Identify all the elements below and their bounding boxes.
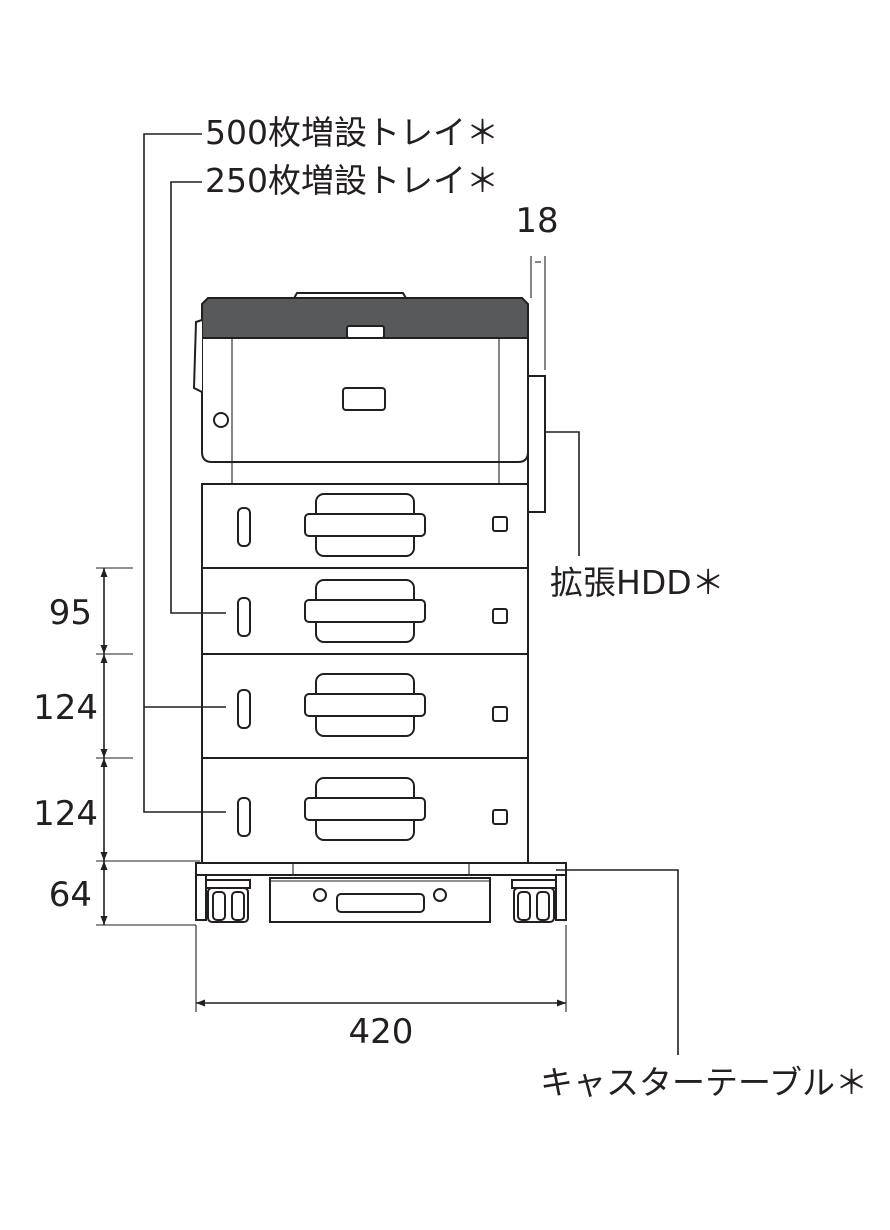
label-dim-95: 95: [49, 593, 92, 633]
leader-caster: [556, 869, 679, 1055]
label-dim-64: 64: [49, 875, 92, 915]
printer-main-unit: [192, 292, 546, 513]
expansion-hdd: [527, 375, 546, 513]
leader-250-tray: [170, 181, 226, 614]
label-dim-420: 420: [349, 1012, 414, 1052]
label-dim-124-lower: 124: [33, 794, 98, 834]
caster-table: [195, 862, 567, 923]
label-250-tray: 250枚増設トレイ＊: [205, 161, 499, 200]
caster-wheel-left: [205, 879, 251, 923]
leader-500-tray: [143, 133, 226, 813]
tray-stack: [201, 483, 529, 864]
label-500-tray: 500枚増設トレイ＊: [205, 113, 499, 152]
label-expansion-hdd: 拡張HDD＊: [550, 563, 725, 602]
label-top-offset: 18: [515, 201, 558, 241]
label-dim-124-upper: 124: [33, 688, 98, 728]
caster-wheel-right: [511, 879, 557, 923]
leader-hdd: [545, 431, 580, 556]
dim-width: [195, 925, 567, 1012]
tray-500-b: [201, 757, 529, 864]
tray-250-b: [201, 567, 529, 655]
label-caster-table: キャスターテーブル＊: [540, 1063, 868, 1102]
dim-18: [530, 256, 546, 370]
tray-500-a: [201, 653, 529, 759]
tray-250-a: [201, 483, 529, 569]
dim-vertical-stack: [96, 567, 200, 926]
